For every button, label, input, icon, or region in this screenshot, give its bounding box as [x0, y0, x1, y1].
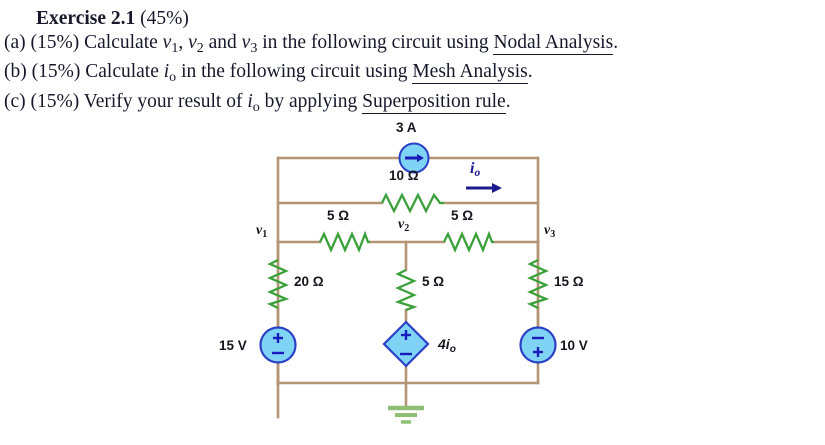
part-b-tag: (b)	[4, 61, 27, 83]
part-c-period: .	[505, 90, 511, 112]
current-io-arrow-head	[492, 183, 502, 193]
part-a-text-before: Calculate	[84, 32, 158, 53]
label-resistor-5ohm-right: 5 Ω	[451, 208, 474, 223]
label-resistor-5ohm-middle: 5 Ω	[422, 274, 445, 289]
node-label-v2: v2	[398, 217, 410, 234]
node-label-v1: v1	[256, 223, 268, 240]
node-label-v3: v3	[544, 223, 556, 240]
part-a-period: .	[613, 32, 619, 53]
part-b-period: .	[527, 61, 533, 83]
label-voltage-source-15v: 15 V	[219, 338, 247, 353]
part-a-percent: (15%)	[30, 32, 80, 53]
resistor-15ohm-zigzag	[526, 258, 550, 310]
part-c-percent: (15%)	[30, 90, 80, 112]
circuit-diagram: 3 A 10 Ω 5 Ω 5 Ω 20 Ω 5 Ω 15 Ω 15 V 10 V…	[0, 112, 825, 445]
dependent-voltage-source-symbol[interactable]	[382, 320, 430, 368]
label-voltage-source-10v: 10 V	[560, 338, 588, 353]
part-b-text-middle: in the following circuit using	[181, 61, 408, 83]
label-current-io: io	[470, 160, 481, 180]
label-resistor-20ohm: 20 Ω	[294, 274, 324, 289]
part-a-underlined: Nodal Analysis	[493, 32, 614, 55]
problem-statement: Exercise 2.1 (45%) (a) (15%) Calculate v…	[0, 0, 825, 119]
problem-part-b: (b) (15%) Calculate io in the following …	[4, 60, 825, 89]
voltage-source-15v-symbol[interactable]	[259, 326, 297, 364]
part-c-text-middle: by applying	[264, 90, 358, 112]
part-b-percent: (15%)	[31, 61, 81, 83]
part-a-text-middle: in the following circuit using	[262, 32, 489, 53]
exercise-title-percent: (45%)	[140, 8, 189, 29]
resistor-5ohm-right-zigzag	[442, 230, 494, 254]
label-resistor-15ohm: 15 Ω	[554, 274, 584, 289]
ground-symbol	[388, 405, 424, 424]
voltage-source-10v-circle	[519, 326, 557, 364]
label-current-source-3a: 3 A	[396, 120, 417, 135]
voltage-source-15v-circle	[259, 326, 297, 364]
part-c-var-io: io	[247, 90, 260, 115]
part-c-underlined: Superposition rule	[362, 90, 506, 114]
part-a-var-v1: v1	[162, 32, 179, 56]
resistor-5ohm-left-zigzag	[318, 230, 370, 254]
resistor-10ohm-zigzag	[380, 192, 444, 214]
part-a-var-v2: v2	[188, 32, 204, 56]
part-a-var-v3: v3	[241, 32, 258, 56]
label-dependent-source: 4io	[438, 336, 456, 355]
problem-part-c: (c) (15%) Verify your result of io by ap…	[4, 90, 825, 119]
current-io-arrow	[466, 183, 502, 193]
part-b-var-io: io	[163, 61, 177, 86]
resistors	[266, 192, 550, 312]
label-resistor-5ohm-left: 5 Ω	[327, 208, 350, 223]
part-c-text-before: Verify your result of	[83, 90, 243, 112]
dependent-source-diamond	[382, 320, 430, 368]
circuit-schematic-svg	[259, 142, 557, 424]
current-source-3a-arrow-head	[417, 154, 424, 162]
part-b-text-before: Calculate	[85, 61, 159, 83]
current-source-3a-symbol[interactable]	[398, 142, 430, 174]
exercise-title: Exercise 2.1 (45%)	[4, 6, 825, 31]
part-c-tag: (c)	[4, 90, 26, 112]
resistor-5ohm-middle-zigzag	[394, 268, 418, 312]
resistor-20ohm-zigzag	[266, 258, 290, 310]
part-a-and: and	[208, 32, 237, 53]
voltage-source-10v-symbol[interactable]	[519, 326, 557, 364]
label-resistor-10ohm: 10 Ω	[389, 168, 419, 183]
part-b-underlined: Mesh Analysis	[412, 61, 528, 85]
exercise-title-bold: Exercise 2.1	[36, 8, 136, 29]
part-a-tag: (a)	[4, 32, 26, 53]
problem-part-a: (a) (15%) Calculate v1, v2 and v3 in the…	[4, 32, 619, 56]
